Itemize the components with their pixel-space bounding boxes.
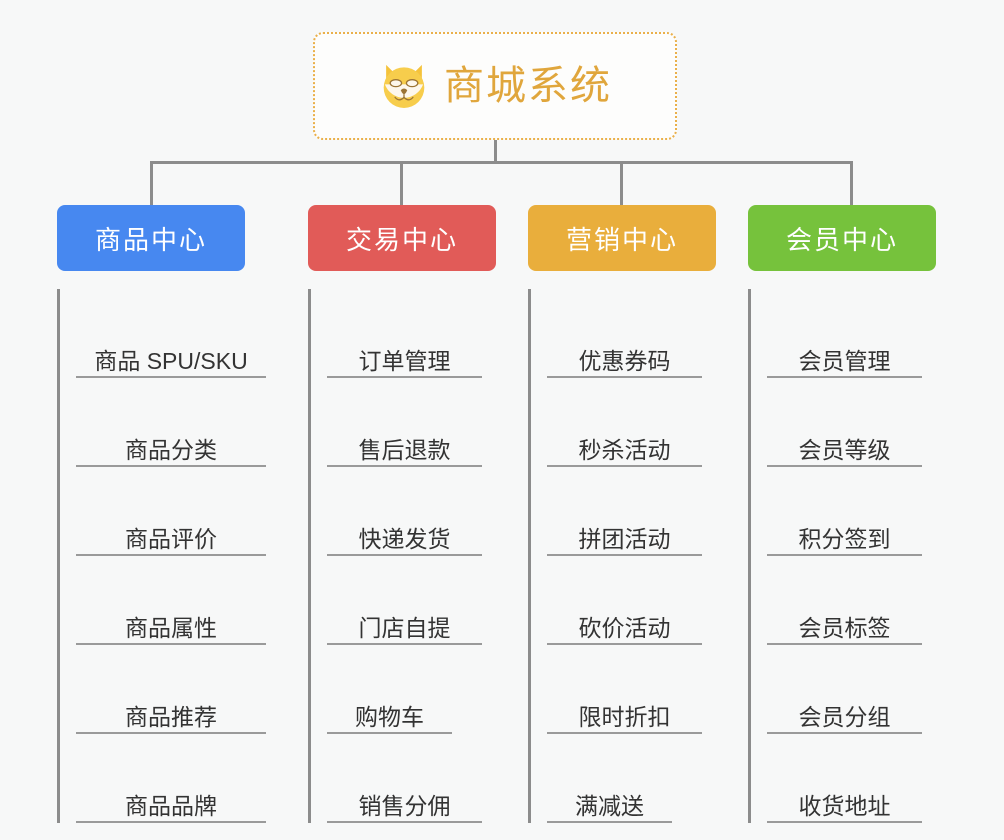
list-item[interactable]: 会员管理: [767, 289, 922, 378]
list-item[interactable]: 满减送: [547, 734, 672, 823]
root-title: 商城系统: [444, 64, 612, 108]
list-item-label: 商品推荐: [125, 703, 217, 730]
list-item-label: 商品 SPU/SKU: [94, 347, 248, 374]
root-node[interactable]: 商城系统: [313, 32, 677, 140]
list-item[interactable]: 商品属性: [76, 556, 266, 645]
branch-column-trade: 交易中心 订单管理 售后退款 快递发货 门店自提 购物车 销售分佣: [308, 205, 496, 823]
list-item-label: 会员标签: [798, 614, 891, 641]
list-item[interactable]: 商品评价: [76, 467, 266, 556]
connector-drop-4: [850, 161, 853, 207]
list-item[interactable]: 秒杀活动: [547, 378, 702, 467]
branch-header-trade[interactable]: 交易中心: [308, 205, 496, 271]
list-item-label: 满减送: [575, 792, 644, 819]
list-item-label: 会员管理: [798, 347, 891, 374]
list-item-label: 商品分类: [125, 436, 217, 463]
list-item[interactable]: 快递发货: [327, 467, 482, 556]
branch-column-marketing: 营销中心 优惠券码 秒杀活动 拼团活动 砍价活动 限时折扣 满减送: [528, 205, 716, 823]
list-item[interactable]: 优惠券码: [547, 289, 702, 378]
branch-header-product[interactable]: 商品中心: [57, 205, 245, 271]
list-item[interactable]: 商品分类: [76, 378, 266, 467]
list-item-label: 砍价活动: [578, 614, 671, 641]
list-item[interactable]: 积分签到: [767, 467, 922, 556]
list-item-label: 快递发货: [358, 525, 451, 552]
list-item[interactable]: 售后退款: [327, 378, 482, 467]
branch-items-marketing: 优惠券码 秒杀活动 拼团活动 砍价活动 限时折扣 满减送: [528, 289, 716, 823]
connector-root-stem: [494, 140, 497, 164]
list-item[interactable]: 会员分组: [767, 645, 922, 734]
list-item[interactable]: 砍价活动: [547, 556, 702, 645]
list-item-label: 销售分佣: [358, 792, 451, 819]
list-item[interactable]: 会员标签: [767, 556, 922, 645]
branch-items-trade: 订单管理 售后退款 快递发货 门店自提 购物车 销售分佣: [308, 289, 496, 823]
list-item-label: 商品属性: [125, 614, 217, 641]
branch-header-marketing[interactable]: 营销中心: [528, 205, 716, 271]
list-item[interactable]: 拼团活动: [547, 467, 702, 556]
list-item-label: 会员分组: [798, 703, 891, 730]
list-item-label: 购物车: [355, 703, 424, 730]
list-item-label: 收货地址: [798, 792, 891, 819]
list-item[interactable]: 商品品牌: [76, 734, 266, 823]
list-item-label: 积分签到: [798, 525, 891, 552]
branch-items-member: 会员管理 会员等级 积分签到 会员标签 会员分组 收货地址: [748, 289, 936, 823]
list-item-label: 拼团活动: [578, 525, 671, 552]
list-item[interactable]: 门店自提: [327, 556, 482, 645]
branch-column-member: 会员中心 会员管理 会员等级 积分签到 会员标签 会员分组 收货地址: [748, 205, 936, 823]
list-item-label: 优惠券码: [578, 347, 671, 374]
list-item-label: 会员等级: [798, 436, 891, 463]
list-item[interactable]: 购物车: [327, 645, 452, 734]
list-item-label: 售后退款: [358, 436, 451, 463]
list-item-label: 商品评价: [125, 525, 217, 552]
branch-items-product: 商品 SPU/SKU 商品分类 商品评价 商品属性 商品推荐 商品品牌: [57, 289, 266, 823]
list-item-label: 秒杀活动: [578, 436, 671, 463]
dog-face-icon: [378, 60, 430, 112]
list-item[interactable]: 订单管理: [327, 289, 482, 378]
list-item[interactable]: 会员等级: [767, 378, 922, 467]
connector-drop-2: [400, 161, 403, 207]
list-item[interactable]: 销售分佣: [327, 734, 482, 823]
list-item-label: 订单管理: [358, 347, 451, 374]
branch-header-member[interactable]: 会员中心: [748, 205, 936, 271]
list-item-label: 门店自提: [358, 614, 451, 641]
list-item[interactable]: 商品 SPU/SKU: [76, 289, 266, 378]
connector-horizontal-bus: [150, 161, 853, 164]
connector-drop-1: [150, 161, 153, 207]
list-item[interactable]: 限时折扣: [547, 645, 702, 734]
list-item[interactable]: 收货地址: [767, 734, 922, 823]
list-item-label: 限时折扣: [578, 703, 671, 730]
list-item-label: 商品品牌: [125, 792, 217, 819]
connector-drop-3: [620, 161, 623, 207]
branch-column-product: 商品中心 商品 SPU/SKU 商品分类 商品评价 商品属性 商品推荐 商品品牌: [57, 205, 266, 823]
list-item[interactable]: 商品推荐: [76, 645, 266, 734]
